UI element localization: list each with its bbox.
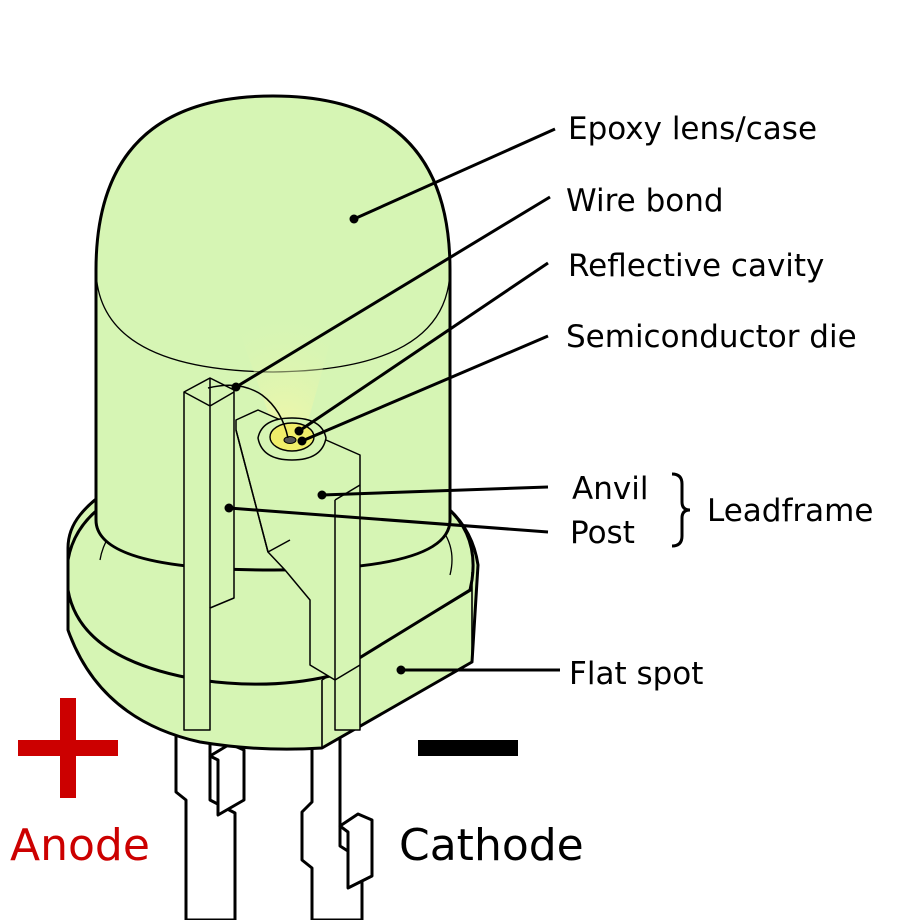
leads (174, 728, 374, 920)
label-epoxy: Epoxy lens/case (568, 111, 817, 147)
anvil-face (235, 429, 361, 681)
wire-bond (207, 384, 289, 439)
light-glow (225, 290, 345, 432)
label-post: Post (570, 515, 635, 551)
label-anode: Anode (10, 820, 150, 871)
label-flat-spot: Flat spot (569, 656, 703, 692)
label-wire-bond: Wire bond (566, 183, 724, 219)
post-front-face (183, 378, 235, 608)
cathode-lead-shoulder (338, 812, 374, 890)
plus-icon (18, 698, 118, 798)
label-reflective-cavity: Reflective cavity (568, 248, 824, 284)
leader-lines (224, 127, 560, 675)
post (183, 377, 235, 731)
semiconductor-die (283, 436, 297, 444)
anode-lead (174, 728, 237, 920)
leadframe (183, 377, 361, 731)
label-leadframe: Leadframe (707, 493, 873, 529)
leadframe-brace (671, 472, 691, 548)
label-cathode: Cathode (399, 820, 584, 871)
label-anvil: Anvil (572, 471, 648, 507)
minus-icon (418, 740, 518, 756)
label-semiconductor-die: Semiconductor die (566, 319, 857, 355)
